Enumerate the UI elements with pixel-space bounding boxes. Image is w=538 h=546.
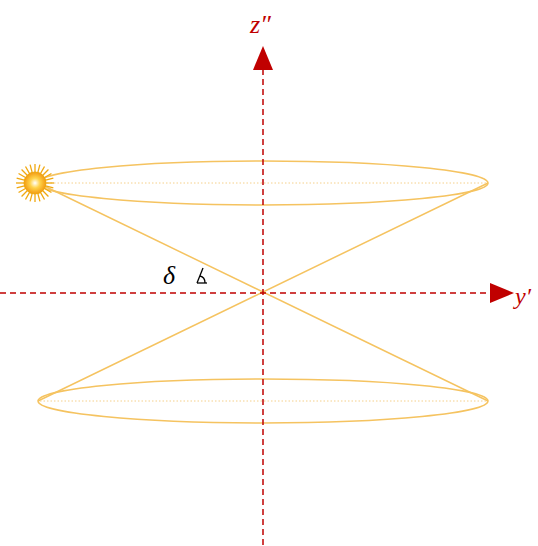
sun-symbol	[16, 164, 54, 202]
axis-label: y′	[515, 284, 531, 308]
z-arrowhead	[253, 46, 273, 70]
axis-label: z″	[250, 12, 271, 38]
angle-label: δ	[163, 263, 175, 289]
angle-mark	[197, 268, 207, 283]
axis-lines	[0, 68, 492, 545]
y-arrowhead	[490, 283, 514, 303]
